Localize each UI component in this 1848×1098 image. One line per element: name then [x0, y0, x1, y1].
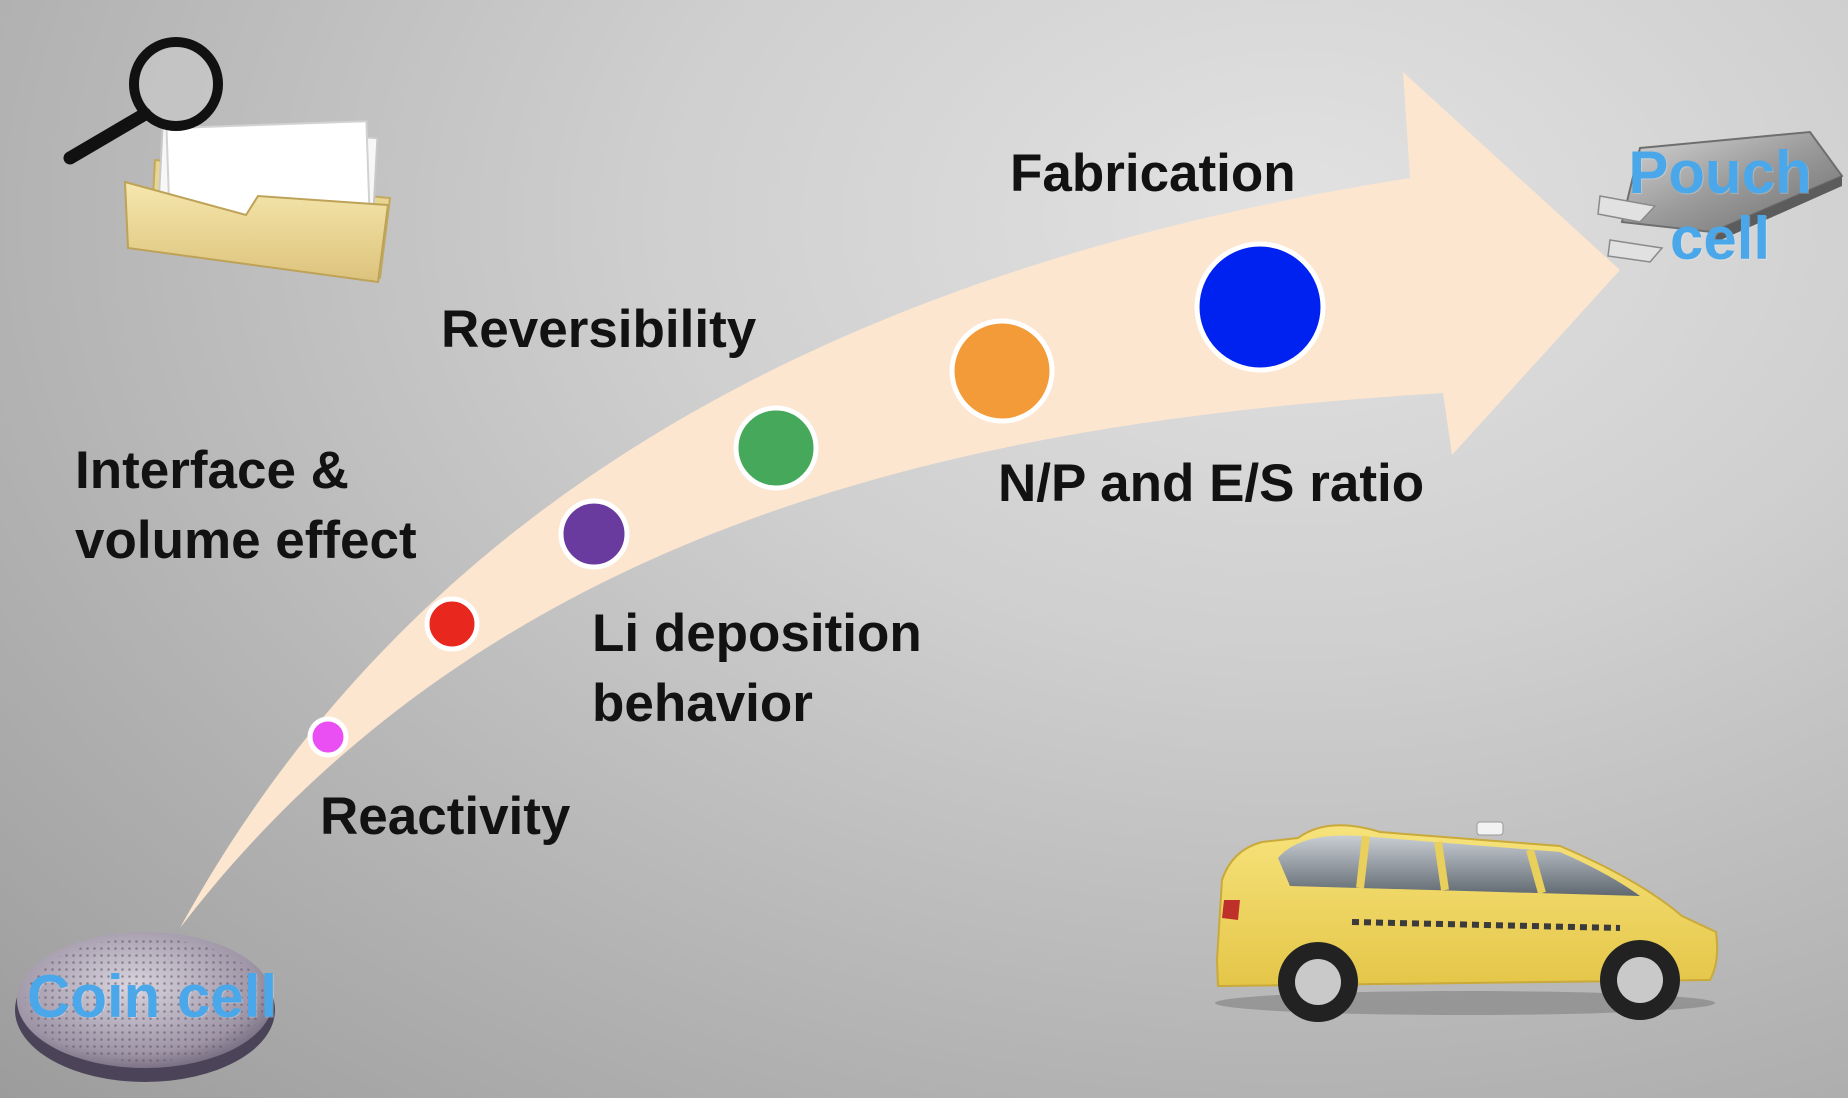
fabrication-label: Fabrication: [1010, 144, 1296, 203]
pouch-cell-icon: [1597, 130, 1844, 263]
taxi-car-icon: [1215, 821, 1719, 1022]
li-label-line1: Li deposition: [592, 604, 922, 663]
interface-label-line1: Interface &: [75, 441, 349, 500]
li-label-line2: behavior: [592, 674, 813, 733]
li-deposition-dot: [558, 498, 630, 570]
reactivity-dot: [307, 716, 349, 758]
reversibility-label: Reversibility: [441, 300, 757, 359]
reversibility-dot: [733, 405, 819, 491]
pouch-label-line1: Pouch: [1628, 139, 1812, 206]
interface-volume-label: Interface & volume effect: [75, 436, 417, 576]
interface-dot: [424, 596, 480, 652]
pouch-cell-label: Pouch cell: [1615, 140, 1825, 272]
np-es-ratio-label: N/P and E/S ratio: [998, 454, 1425, 513]
reactivity-label: Reactivity: [320, 787, 571, 846]
interface-label-line2: volume effect: [75, 511, 417, 570]
coin-cell-label: Coin cell: [27, 963, 278, 1030]
np-es-ratio-dot: [949, 318, 1055, 424]
fabrication-dot: [1194, 241, 1326, 373]
magnifier-folder-icon: [63, 37, 392, 284]
coin-cell-icon: [15, 932, 275, 1082]
li-deposition-label: Li deposition behavior: [592, 599, 922, 739]
pouch-label-line2: cell: [1669, 205, 1771, 272]
